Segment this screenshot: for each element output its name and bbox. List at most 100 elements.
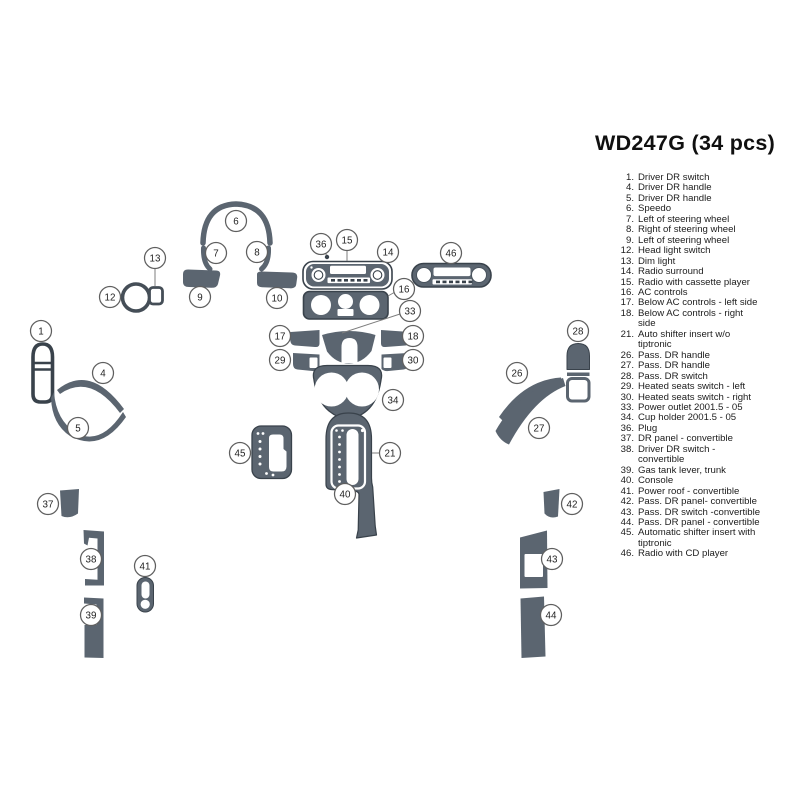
callout-14: 14: [376, 240, 400, 264]
svg-text:40: 40: [340, 489, 351, 500]
callout-29: 29: [268, 348, 292, 372]
svg-text:27: 27: [534, 423, 545, 434]
callout-16: 16: [392, 277, 416, 301]
legend-item-18: 18.Below AC controls - right side: [609, 308, 795, 330]
part-38-driver-dr-switch-convertible: [83, 530, 104, 586]
legend-item-16: 16. AC controls: [609, 286, 795, 298]
callout-46: 46: [439, 241, 463, 265]
callout-45: 45: [228, 441, 252, 465]
legend-item-number: 12.: [620, 245, 634, 257]
legend-item-37: 37.DR panel - convertible: [609, 433, 795, 445]
legend-item-number: 17.: [620, 297, 634, 309]
part-12-head-light-switch: [120, 282, 152, 313]
callout-42: 42: [560, 492, 584, 516]
legend-item-27: 27.Pass. DR handle: [609, 360, 795, 372]
legend-item-number: 15.: [620, 276, 634, 288]
legend-item-30: 30.Heated seats switch - right: [609, 391, 795, 403]
svg-text:13: 13: [150, 253, 161, 264]
part-4-driver-dr-handle: [57, 380, 124, 413]
legend-item-21: 21.Auto shifter insert w/o tiptronic: [609, 328, 795, 351]
legend-item-label: DR panel - convertible: [638, 433, 733, 445]
legend-item-number: 16.: [620, 286, 634, 298]
svg-text:7: 7: [213, 248, 218, 259]
legend-item-8: 8.Right of steering wheel: [609, 224, 795, 236]
svg-text:4: 4: [100, 368, 106, 379]
legend-item-label: Pass. DR panel - convertible: [638, 516, 760, 528]
svg-text:34: 34: [388, 395, 399, 406]
part-10-right-of-steering-wheel: [256, 271, 298, 289]
legend-item-label: Pass. DR switch -convertible: [638, 506, 761, 518]
svg-text:42: 42: [567, 499, 578, 510]
legend-item-number: 29.: [620, 381, 634, 393]
svg-text:8: 8: [254, 247, 260, 258]
svg-text:46: 46: [446, 248, 457, 259]
svg-text:39: 39: [86, 610, 97, 621]
callout-44: 44: [539, 603, 563, 627]
legend-item-7: 7.Left of steering wheel: [609, 213, 795, 225]
legend-item-45: 45.Automatic shifter insert with tiptron…: [609, 528, 795, 549]
callout-40: 40: [333, 482, 357, 506]
part-28-pass-dr-switch: [566, 343, 591, 403]
callout-27: 27: [527, 416, 551, 440]
legend-item-46: 46.Radio with CD player: [609, 548, 795, 559]
legend-item-number: 9.: [625, 234, 634, 246]
callout-39: 39: [79, 603, 103, 627]
callout-18: 18: [401, 324, 425, 348]
svg-text:30: 30: [408, 355, 419, 366]
legend-item-17: 17. Below AC controls - left side: [609, 297, 795, 309]
part-34-cup-holder: [312, 364, 383, 420]
part-33-power-outlet: [322, 331, 376, 364]
legend-item-33: 33. Power outlet 2001.5 - 05: [609, 401, 795, 413]
legend-item-label: Pass. DR handle: [638, 360, 710, 372]
legend-item-label: Radio with cassette player: [638, 276, 750, 288]
part-13-dim-light: [148, 286, 164, 306]
legend-item-number: 39.: [620, 464, 634, 476]
legend-item-number: 26.: [620, 349, 634, 361]
svg-text:15: 15: [342, 235, 353, 246]
svg-text:9: 9: [197, 292, 202, 303]
legend-item-label: Console: [638, 475, 674, 487]
part-17-below-ac-left: [290, 330, 320, 348]
svg-text:10: 10: [272, 293, 283, 304]
callout-10: 10: [265, 286, 289, 310]
legend-item-number: 33.: [620, 401, 634, 413]
legend-item-label: Below AC controls - left side: [638, 297, 758, 309]
legend-item-38: 38.Driver DR switch - convertible: [609, 444, 795, 466]
legend-item-29: 29.Heated seats switch - left: [609, 381, 795, 393]
svg-text:29: 29: [275, 355, 286, 366]
legend-item-28: 28.Pass. DR switch: [609, 371, 795, 382]
part-27-pass-dr-handle: [495, 378, 566, 445]
part-14-15-radio-surround-cassette: [302, 260, 393, 290]
leader-line-33: [341, 313, 401, 334]
legend-item-number: 42.: [620, 496, 634, 508]
legend-item-label: Power outlet 2001.5 - 05: [638, 401, 743, 413]
part-36-plug: [324, 254, 330, 260]
legend-item-number: 30.: [620, 391, 634, 403]
legend-item-42: 42. Pass. DR panel- convertible: [609, 496, 795, 508]
legend-item-label: Right of steering wheel: [638, 224, 736, 236]
legend-item-number: 21.: [620, 328, 634, 340]
legend-item-43: 43.Pass. DR switch -convertible: [609, 506, 795, 518]
svg-text:44: 44: [546, 610, 557, 621]
legend-item-26: 26.Pass. DR handle: [609, 349, 795, 361]
svg-text:36: 36: [316, 239, 327, 250]
legend-item-34: 34.Cup holder 2001.5 - 05: [609, 412, 795, 423]
legend-item-label: Driver DR handle: [638, 182, 712, 194]
legend-item-label: Left of steering wheel: [638, 213, 730, 225]
legend-item-label: AC controls: [638, 286, 688, 298]
part-1-driver-dr-switch: [31, 342, 55, 404]
callout-36: 36: [309, 232, 333, 256]
svg-text:17: 17: [275, 331, 286, 342]
svg-text:26: 26: [512, 368, 523, 379]
legend-item-label: Driver DR handle: [638, 192, 712, 204]
legend-item-number: 4.: [625, 182, 634, 194]
legend-item-5: 5. Driver DR handle: [609, 192, 795, 204]
legend-item-1: 1.Driver DR switch: [609, 172, 795, 183]
legend-item-39: 39.Gas tank lever, trunk: [609, 464, 795, 476]
legend-item-13: 13.Dim light: [609, 256, 795, 267]
legend-item-number: 5.: [625, 192, 634, 204]
legend-item-label: Pass. DR panel- convertible: [638, 496, 757, 508]
legend-item-number: 40.: [620, 475, 634, 487]
part-46-radio-cd-player: [411, 262, 492, 288]
